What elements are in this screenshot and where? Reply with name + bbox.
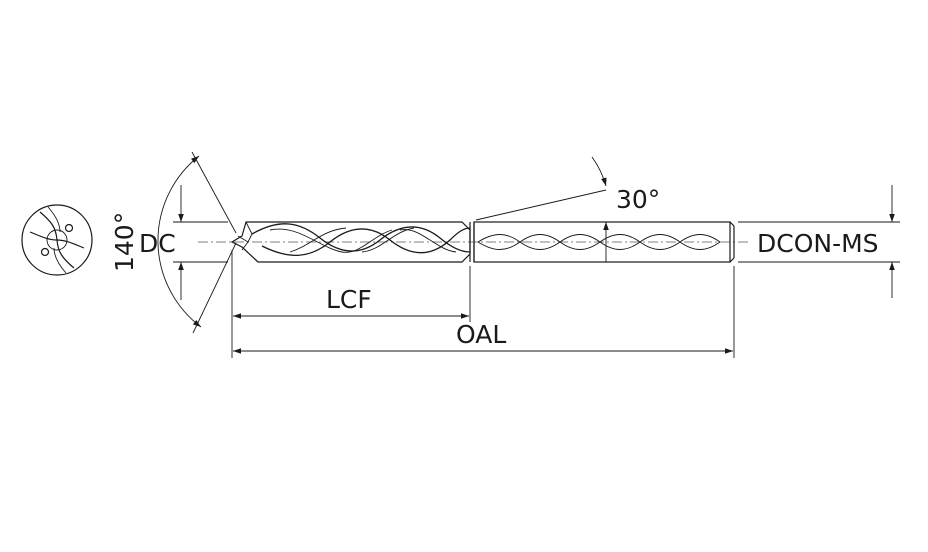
point-angle-dimension: 140° bbox=[110, 151, 237, 334]
helix-angle-label: 30° bbox=[616, 185, 660, 214]
dc-label: DC bbox=[139, 229, 176, 258]
dcon-label: DCON-MS bbox=[757, 229, 879, 258]
drill-end-view bbox=[21, 204, 93, 276]
oal-label: OAL bbox=[456, 320, 506, 349]
dcon-dimension: DCON-MS bbox=[738, 185, 900, 298]
point-angle-label: 140° bbox=[110, 212, 139, 272]
oal-dimension: OAL bbox=[233, 266, 735, 358]
lcf-dimension: LCF bbox=[231, 250, 471, 358]
helix-angle-dimension: 30° bbox=[475, 156, 660, 262]
dc-dimension: DC bbox=[139, 185, 228, 300]
lcf-label: LCF bbox=[326, 285, 372, 314]
drill-shank bbox=[473, 221, 735, 263]
